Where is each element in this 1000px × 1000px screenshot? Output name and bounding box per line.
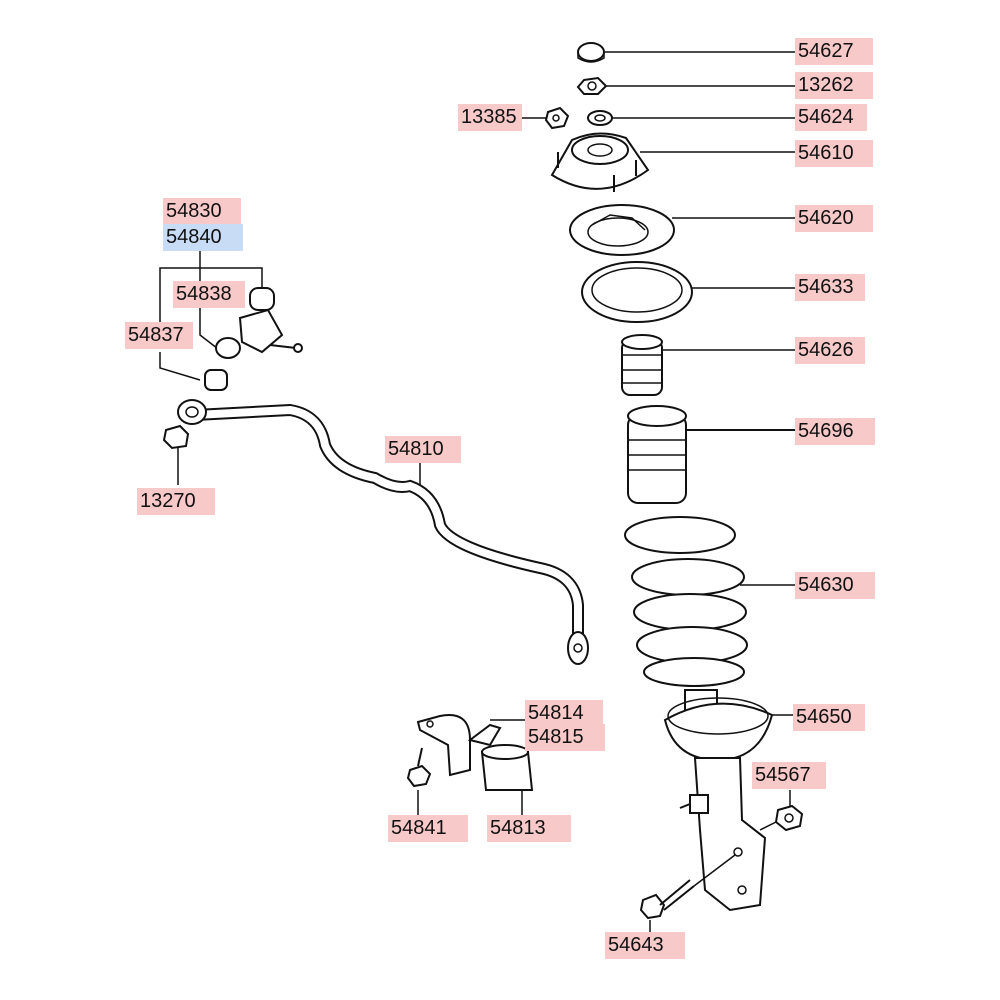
clamp-54814 [416,714,502,777]
bushing-54837 [204,337,241,391]
dust-cover-54696 [627,405,687,504]
part-label-13270: 13270 [137,488,215,515]
link-washer [177,399,207,425]
part-label-54840: 54840 [163,224,243,251]
part-label-13262: 13262 [795,72,873,99]
strut-assembly-54650 [663,689,774,912]
nut-13262 [576,76,608,95]
part-label-54841: 54841 [388,815,468,842]
strut-mount-54610 [550,132,650,192]
bearing-54620 [569,204,675,256]
bump-stopper-54626 [621,334,663,396]
nut-54567 [759,804,804,832]
coil-spring-54630 [624,516,748,687]
part-label-54624: 54624 [795,104,867,131]
part-label-13385: 13385 [458,104,522,131]
part-label-54567: 54567 [752,762,826,789]
dust-cap-54627 [577,42,605,63]
bolt-54643 [639,854,736,920]
insulator-54633 [581,261,693,323]
part-label-54626: 54626 [795,337,865,364]
part-label-54838: 54838 [173,281,245,308]
part-label-54633: 54633 [795,274,865,301]
part-label-54814: 54814 [525,700,603,727]
nut-13385 [544,106,570,130]
part-label-54813: 54813 [487,815,571,842]
part-label-54620: 54620 [795,205,873,232]
part-label-54650: 54650 [793,704,865,731]
part-label-54815: 54815 [525,724,605,751]
stabilizer-bar-54810 [194,403,589,665]
part-label-54627: 54627 [795,38,873,65]
washer-54624 [587,110,613,126]
bushing-54813 [480,744,534,791]
leader-lines [159,51,795,935]
part-label-54837: 54837 [125,322,193,349]
part-label-54610: 54610 [795,140,873,167]
link-assembly-54830 [238,287,303,354]
part-label-54630: 54630 [795,572,875,599]
part-label-54643: 54643 [605,932,685,959]
nut-13270 [162,424,190,450]
part-label-54810: 54810 [385,436,461,463]
part-label-54830: 54830 [163,198,241,225]
part-label-54696: 54696 [795,418,875,445]
bolt-54841 [406,747,432,788]
